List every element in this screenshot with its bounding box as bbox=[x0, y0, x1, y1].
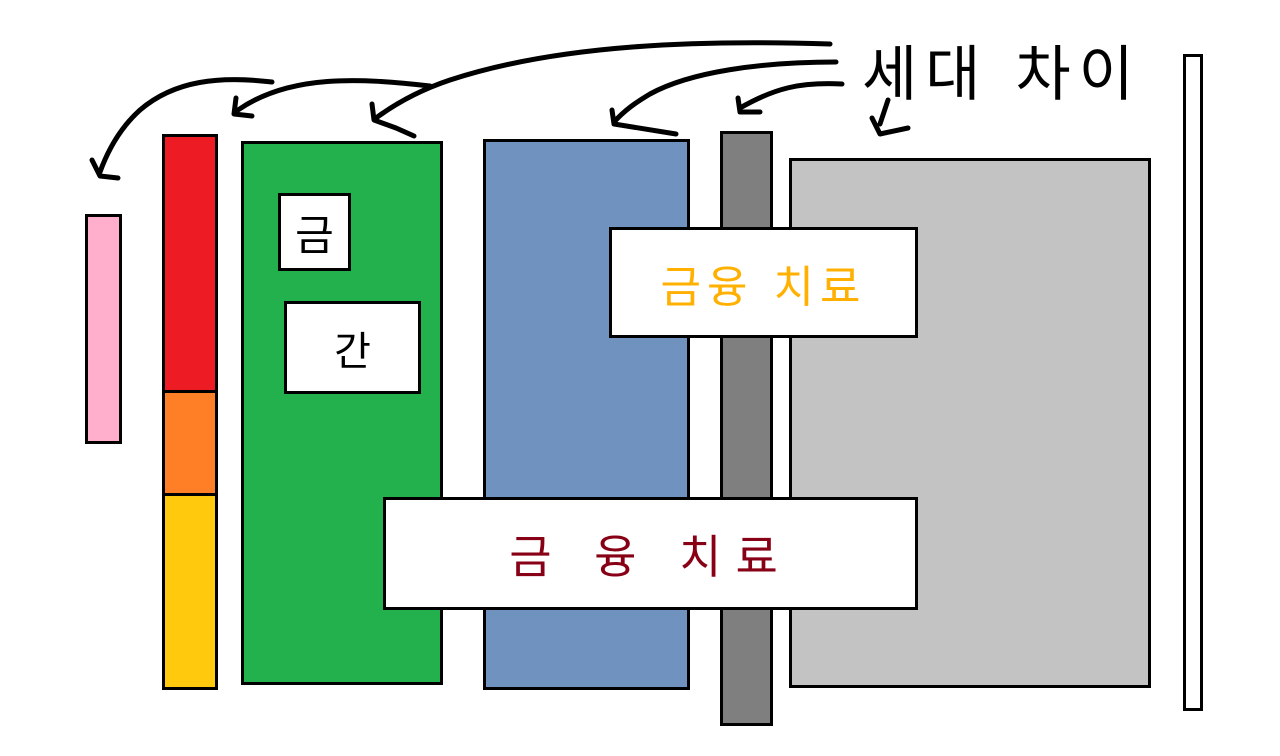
upper-banner: 금융 치료 bbox=[609, 227, 918, 338]
pink-bar bbox=[85, 214, 122, 444]
yellow-segment bbox=[162, 493, 218, 690]
arrow-to-light-gray bbox=[877, 97, 891, 127]
red-segment bbox=[162, 134, 218, 393]
arrow-to-red bbox=[235, 78, 433, 113]
arrow-to-dark-gray bbox=[737, 81, 845, 111]
green-top-label-box: 금 bbox=[278, 193, 351, 271]
empty-bar bbox=[1183, 54, 1203, 711]
caption: 세대 차이 bbox=[862, 40, 1142, 110]
upper-banner-text: 금융 치료 bbox=[660, 261, 867, 313]
green-mid-label: 간 bbox=[334, 328, 371, 375]
lower-banner: 금 융 치료 bbox=[383, 497, 918, 610]
green-top-label: 금 bbox=[295, 210, 334, 260]
arrow-to-pink bbox=[97, 77, 275, 175]
arrow-to-blue bbox=[611, 59, 839, 125]
green-mid-label-box: 간 bbox=[284, 301, 421, 394]
lower-banner-text: 금 융 치료 bbox=[509, 529, 792, 584]
arrow-to-green bbox=[373, 40, 833, 121]
